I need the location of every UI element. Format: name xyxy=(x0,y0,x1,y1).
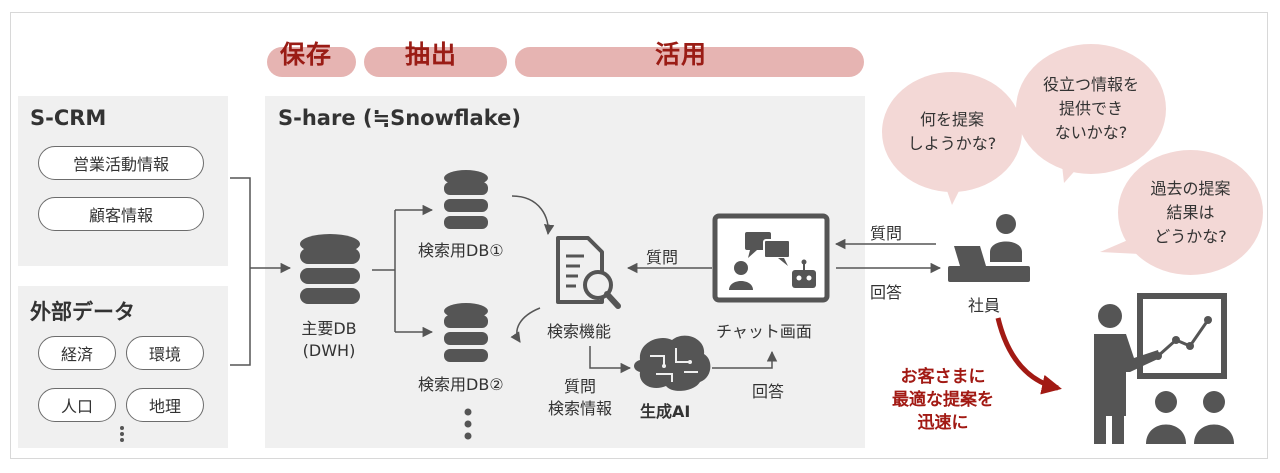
thought-bubble-2-text: 役立つ情報を 提供でき ないかな? xyxy=(1042,75,1139,142)
employee-question-label: 質問 xyxy=(870,224,903,243)
external-item-geography: 地理 xyxy=(126,388,204,422)
phase-extract-pill xyxy=(364,47,507,77)
main-db-icon xyxy=(300,234,360,304)
more-dbs-ellipsis-icon xyxy=(464,408,472,440)
thought-bubble-1: 何を提案 しようかな? xyxy=(882,72,1022,192)
external-item-economy: 経済 xyxy=(38,336,116,370)
result-red-arrow xyxy=(995,317,1062,395)
external-item-population: 人口 xyxy=(38,388,116,422)
external-item-environment: 環境 xyxy=(126,336,204,370)
employee-label: 社員 xyxy=(968,296,1001,315)
search-db1-icon xyxy=(444,170,488,229)
bubble-tails xyxy=(945,165,1140,254)
search-db2-icon xyxy=(444,303,488,362)
scrm-item-sales-activity: 営業活動情報 xyxy=(38,146,204,180)
phase-store-label: 保存 xyxy=(280,40,333,69)
search-db2-label: 検索用DB② xyxy=(418,375,504,394)
scrm-panel xyxy=(18,96,228,266)
source-connectors xyxy=(230,177,292,366)
db-branch-connectors xyxy=(372,204,434,338)
phase-use-pill xyxy=(515,47,864,77)
brain-icon xyxy=(634,335,711,391)
question-search-label: 質問 検索情報 xyxy=(547,377,612,418)
employee-icon xyxy=(948,214,1030,282)
employee-answer-label: 回答 xyxy=(870,283,903,302)
search-to-ai-arrow xyxy=(589,346,632,374)
search-function-label: 検索機能 xyxy=(547,322,612,341)
search-db1-label: 検索用DB① xyxy=(418,241,504,260)
main-db-label: 主要DB (DWH) xyxy=(301,319,357,360)
gen-ai-label: 生成AI xyxy=(640,402,691,421)
thought-bubble-3: 過去の提案 結果は どうかな? xyxy=(1118,150,1263,275)
result-text: お客さまに 最適な提案を 迅速に xyxy=(892,367,994,433)
external-data-title: 外部データ xyxy=(30,300,135,324)
scrm-title: S-CRM xyxy=(30,106,107,130)
share-title: S-hare (≒Snowflake) xyxy=(278,106,521,130)
phase-use-label: 活用 xyxy=(655,40,708,69)
presentation-icon xyxy=(1094,293,1234,444)
thought-bubble-1-text: 何を提案 しようかな? xyxy=(907,110,997,153)
more-external-ellipsis-icon xyxy=(120,426,124,442)
document-search-icon xyxy=(556,236,621,309)
db-to-search-curves xyxy=(510,195,555,343)
question-label: 質問 xyxy=(646,248,679,267)
chat-screen-icon xyxy=(712,213,830,303)
ai-to-chat-arrow xyxy=(712,350,778,369)
phase-store-pill xyxy=(267,47,356,77)
scrm-item-customer-info: 顧客情報 xyxy=(38,197,204,231)
thought-bubble-3-text: 過去の提案 結果は どうかな? xyxy=(1150,178,1231,246)
thought-bubble-2: 役立つ情報を 提供でき ないかな? xyxy=(1016,44,1166,174)
answer-label: 回答 xyxy=(752,382,785,401)
chat-screen-label: チャット画面 xyxy=(716,322,812,341)
phase-extract-label: 抽出 xyxy=(405,40,458,69)
